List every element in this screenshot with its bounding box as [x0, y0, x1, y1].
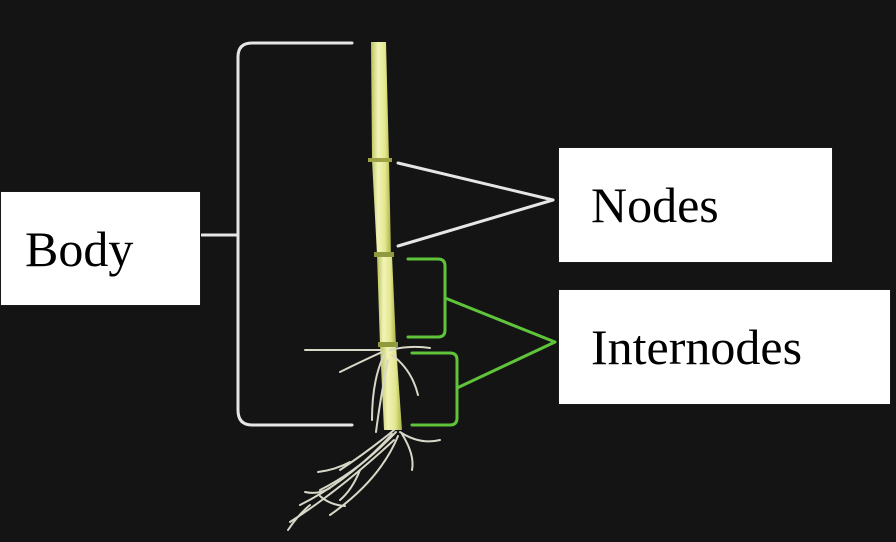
internode-bracket-upper	[406, 257, 447, 339]
nodes-pointer	[396, 161, 555, 248]
internode-bracket-lower	[410, 351, 459, 427]
internodes-bracket	[406, 257, 557, 427]
stem-middle	[377, 255, 396, 345]
nodes-pointer-lower	[396, 198, 555, 248]
internodes-label-box: Internodes	[558, 289, 891, 405]
node-mark-3	[378, 342, 398, 347]
internodes-pointer-upper	[443, 296, 557, 344]
plant-stem	[368, 42, 402, 430]
body-label: Body	[25, 220, 134, 277]
stem-lower	[380, 345, 402, 430]
node-mark-2	[374, 252, 394, 257]
stem-upper	[371, 42, 391, 255]
nodes-pointer-upper	[396, 161, 555, 202]
nodes-label: Nodes	[591, 177, 719, 233]
nodes-label-box: Nodes	[558, 147, 833, 263]
body-bracket-top-arm	[236, 41, 354, 59]
body-bracket	[200, 41, 354, 427]
internodes-pointer-lower	[455, 340, 557, 390]
body-label-box: Body	[0, 191, 201, 306]
node-mark-1	[368, 158, 392, 162]
body-bracket-bottom-arm	[236, 408, 354, 427]
internodes-label: Internodes	[591, 319, 803, 375]
plant-roots	[287, 345, 441, 531]
